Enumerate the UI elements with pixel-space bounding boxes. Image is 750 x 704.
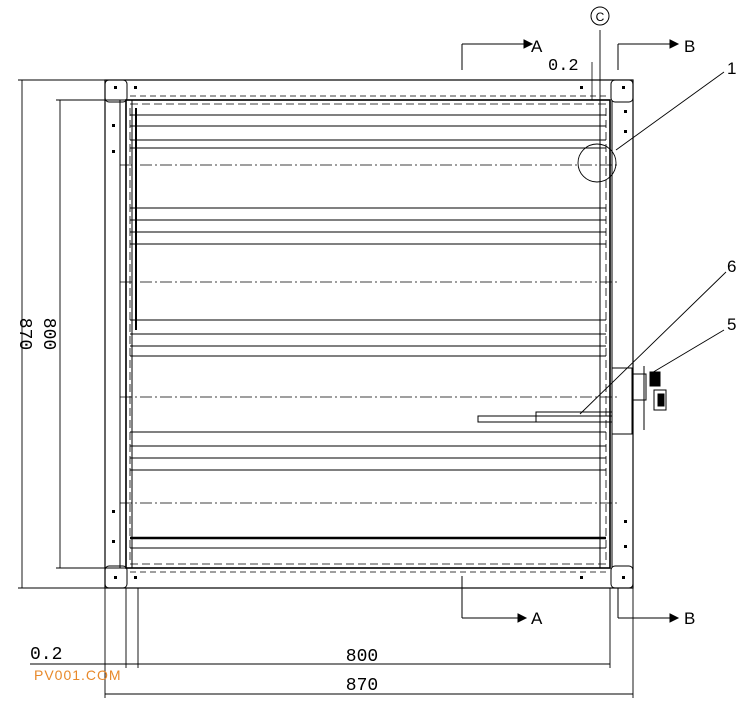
part-1-label: 1 — [727, 59, 736, 78]
dim-outer-width-label: 870 — [346, 676, 378, 696]
dim-inner-width — [125, 588, 611, 668]
dim-outer-height-label: 870 — [14, 318, 34, 350]
detail-c-circle — [577, 143, 617, 183]
dim-inner-width-label: 800 — [346, 647, 378, 667]
dim-outer-width — [104, 588, 634, 698]
bolt-holes — [112, 86, 627, 579]
part-5-label: 5 — [727, 315, 736, 334]
section-a-top — [461, 39, 534, 70]
dim-gap-bottom — [30, 588, 139, 668]
detail-c-label: C — [596, 10, 605, 24]
part-6-leader — [579, 271, 727, 415]
detail-c-marker — [590, 6, 610, 26]
section-a-top-label: A — [531, 37, 543, 56]
section-a-bottom-label: A — [531, 609, 543, 628]
part-6-label: 6 — [727, 257, 736, 276]
section-b-top-label: B — [684, 37, 695, 56]
part-1-leader — [615, 71, 725, 151]
damper-blades — [130, 114, 606, 549]
watermark: PV001.COM — [34, 667, 122, 683]
blade-axes — [120, 164, 620, 504]
corner-brackets — [104, 79, 634, 589]
dim-gap-bottom-label: 0.2 — [30, 645, 62, 665]
handle-rod — [477, 411, 613, 423]
section-b-bottom-label: B — [684, 609, 695, 628]
inner-frame — [125, 99, 611, 569]
section-a-bottom — [461, 576, 528, 623]
section-b-bottom — [617, 588, 680, 623]
section-b-top — [617, 39, 680, 70]
dim-inner-height-label: 800 — [38, 318, 58, 350]
actuator — [611, 366, 667, 435]
gap-top-label: 0.2 — [548, 57, 579, 76]
dim-inner-height — [56, 99, 126, 569]
dim-outer-height — [18, 79, 105, 589]
part-5-leader — [649, 329, 725, 375]
outer-frame — [104, 79, 634, 589]
